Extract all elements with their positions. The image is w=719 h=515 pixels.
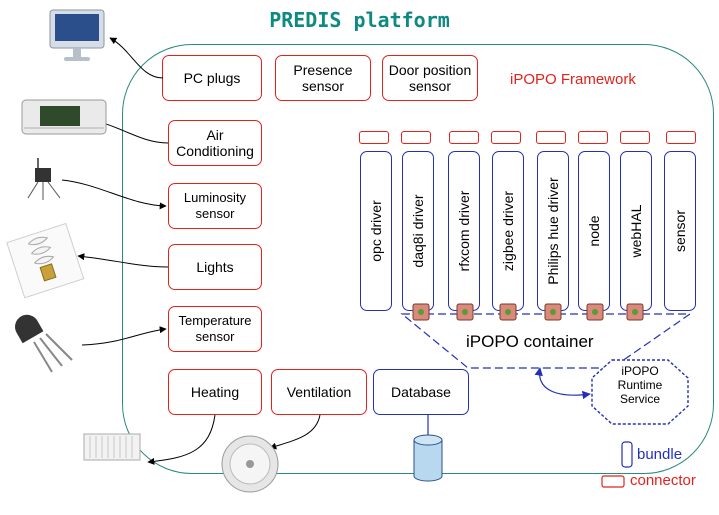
ipopo-container-label: iPOPO container	[466, 332, 594, 351]
runtime-service-shape	[591, 359, 689, 425]
runtime-line: iPOPO	[621, 364, 659, 378]
component-icon	[499, 303, 517, 321]
connector	[401, 131, 431, 144]
air-conditioner-icon	[21, 99, 107, 135]
bundle-rfxcom-driver: rfxcom driver	[448, 151, 480, 311]
connector	[666, 131, 696, 144]
legend-connector-swatch	[601, 475, 625, 488]
connector	[491, 131, 521, 144]
component-icon	[586, 303, 604, 321]
bundle-opc-driver: opc driver	[360, 151, 392, 311]
light-sensor-icon	[27, 158, 61, 200]
component-icon	[412, 303, 430, 321]
radiator-icon	[83, 433, 141, 461]
air-conditioning-box: Air Conditioning	[168, 120, 262, 166]
bundle-daq8i-driver: daq8i driver	[402, 151, 434, 311]
connector	[620, 131, 650, 144]
heating-box: Heating	[168, 369, 262, 415]
transistor-sensor-icon	[15, 314, 73, 373]
runtime-service-label: iPOPO Runtime Service	[592, 364, 688, 424]
runtime-line: Runtime	[617, 378, 663, 392]
database-box: Database	[373, 369, 469, 415]
connector	[578, 131, 608, 144]
legend-connector-label: connector	[630, 472, 696, 489]
ipopo-container-outline	[400, 313, 692, 369]
database-cylinder-icon	[413, 434, 443, 482]
connector	[359, 131, 389, 144]
light-bulb-icon	[6, 222, 85, 299]
presence-sensor-box: Presence sensor	[275, 55, 371, 101]
connector	[449, 131, 479, 144]
bundle-webhal: webHAL	[620, 151, 652, 311]
component-icon	[626, 303, 644, 321]
bundle-node: node	[578, 151, 610, 311]
diagram-title: PREDIS platform	[269, 8, 450, 32]
luminosity-sensor-box: Luminosity sensor	[168, 183, 262, 229]
component-icon	[456, 303, 474, 321]
framework-label: iPOPO Framework	[510, 71, 636, 88]
legend-bundle-label: bundle	[637, 446, 683, 463]
component-icon	[544, 303, 562, 321]
ventilation-box: Ventilation	[271, 369, 367, 415]
lights-box: Lights	[168, 244, 262, 290]
door-position-sensor-box: Door position sensor	[382, 55, 478, 101]
computer-monitor-icon	[49, 9, 105, 61]
bundle-zigbee-driver: zigbee driver	[492, 151, 524, 311]
runtime-line: Service	[619, 392, 660, 406]
fan-icon	[221, 435, 279, 493]
runtime-link-arrow	[534, 367, 591, 400]
legend-bundle-swatch	[621, 441, 633, 468]
temperature-sensor-box: Temperature sensor	[168, 306, 262, 352]
connector	[536, 131, 566, 144]
bundle-sensor: sensor	[664, 151, 696, 311]
